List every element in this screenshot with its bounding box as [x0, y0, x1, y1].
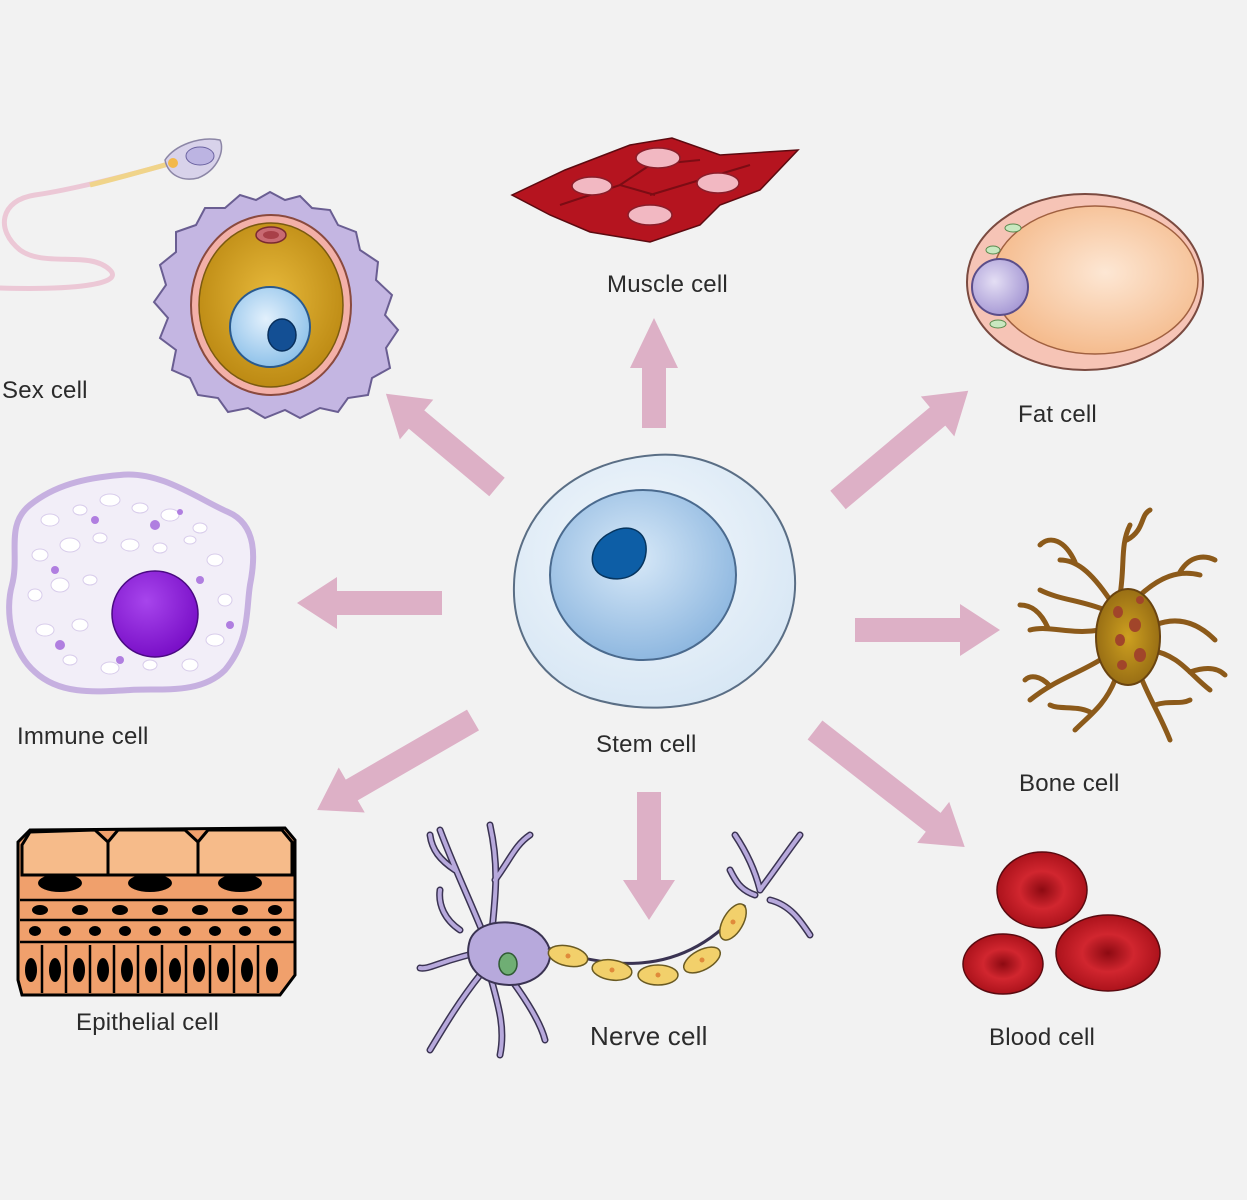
arrow-icon	[855, 604, 1000, 656]
arrow-icon	[830, 390, 969, 510]
fat-cell-label: Fat cell	[1018, 401, 1097, 428]
sperm-icon	[0, 138, 223, 291]
bone-cell-label: Bone cell	[1019, 770, 1120, 797]
stem-cell-label: Stem cell	[596, 731, 697, 758]
fat-cell-icon	[966, 193, 1204, 371]
arrows	[297, 318, 1000, 920]
egg-cell-icon	[152, 190, 400, 420]
arrow-icon	[630, 318, 678, 428]
stem-cell-icon	[512, 453, 797, 709]
epithelial-cell-label: Epithelial cell	[76, 1009, 220, 1036]
muscle-cell-label: Muscle cell	[607, 271, 728, 298]
nerve-cell-icon	[416, 821, 814, 1059]
arrow-icon	[297, 577, 442, 629]
sex-cell-label: Sex cell	[2, 377, 88, 404]
immune-cell-icon	[6, 471, 257, 695]
bone-cell-icon	[1017, 507, 1228, 743]
immune-cell-label: Immune cell	[17, 723, 149, 750]
epithelial-cell-icon	[16, 826, 297, 997]
blood-cell-label: Blood cell	[989, 1024, 1096, 1051]
blood-cell-icon	[962, 851, 1161, 995]
arrow-icon	[317, 709, 479, 813]
nerve-cell-label: Nerve cell	[590, 1021, 708, 1051]
arrow-icon	[807, 720, 965, 847]
arrow-icon	[385, 393, 505, 497]
muscle-cell-icon	[510, 137, 800, 243]
arrow-icon	[623, 792, 675, 920]
